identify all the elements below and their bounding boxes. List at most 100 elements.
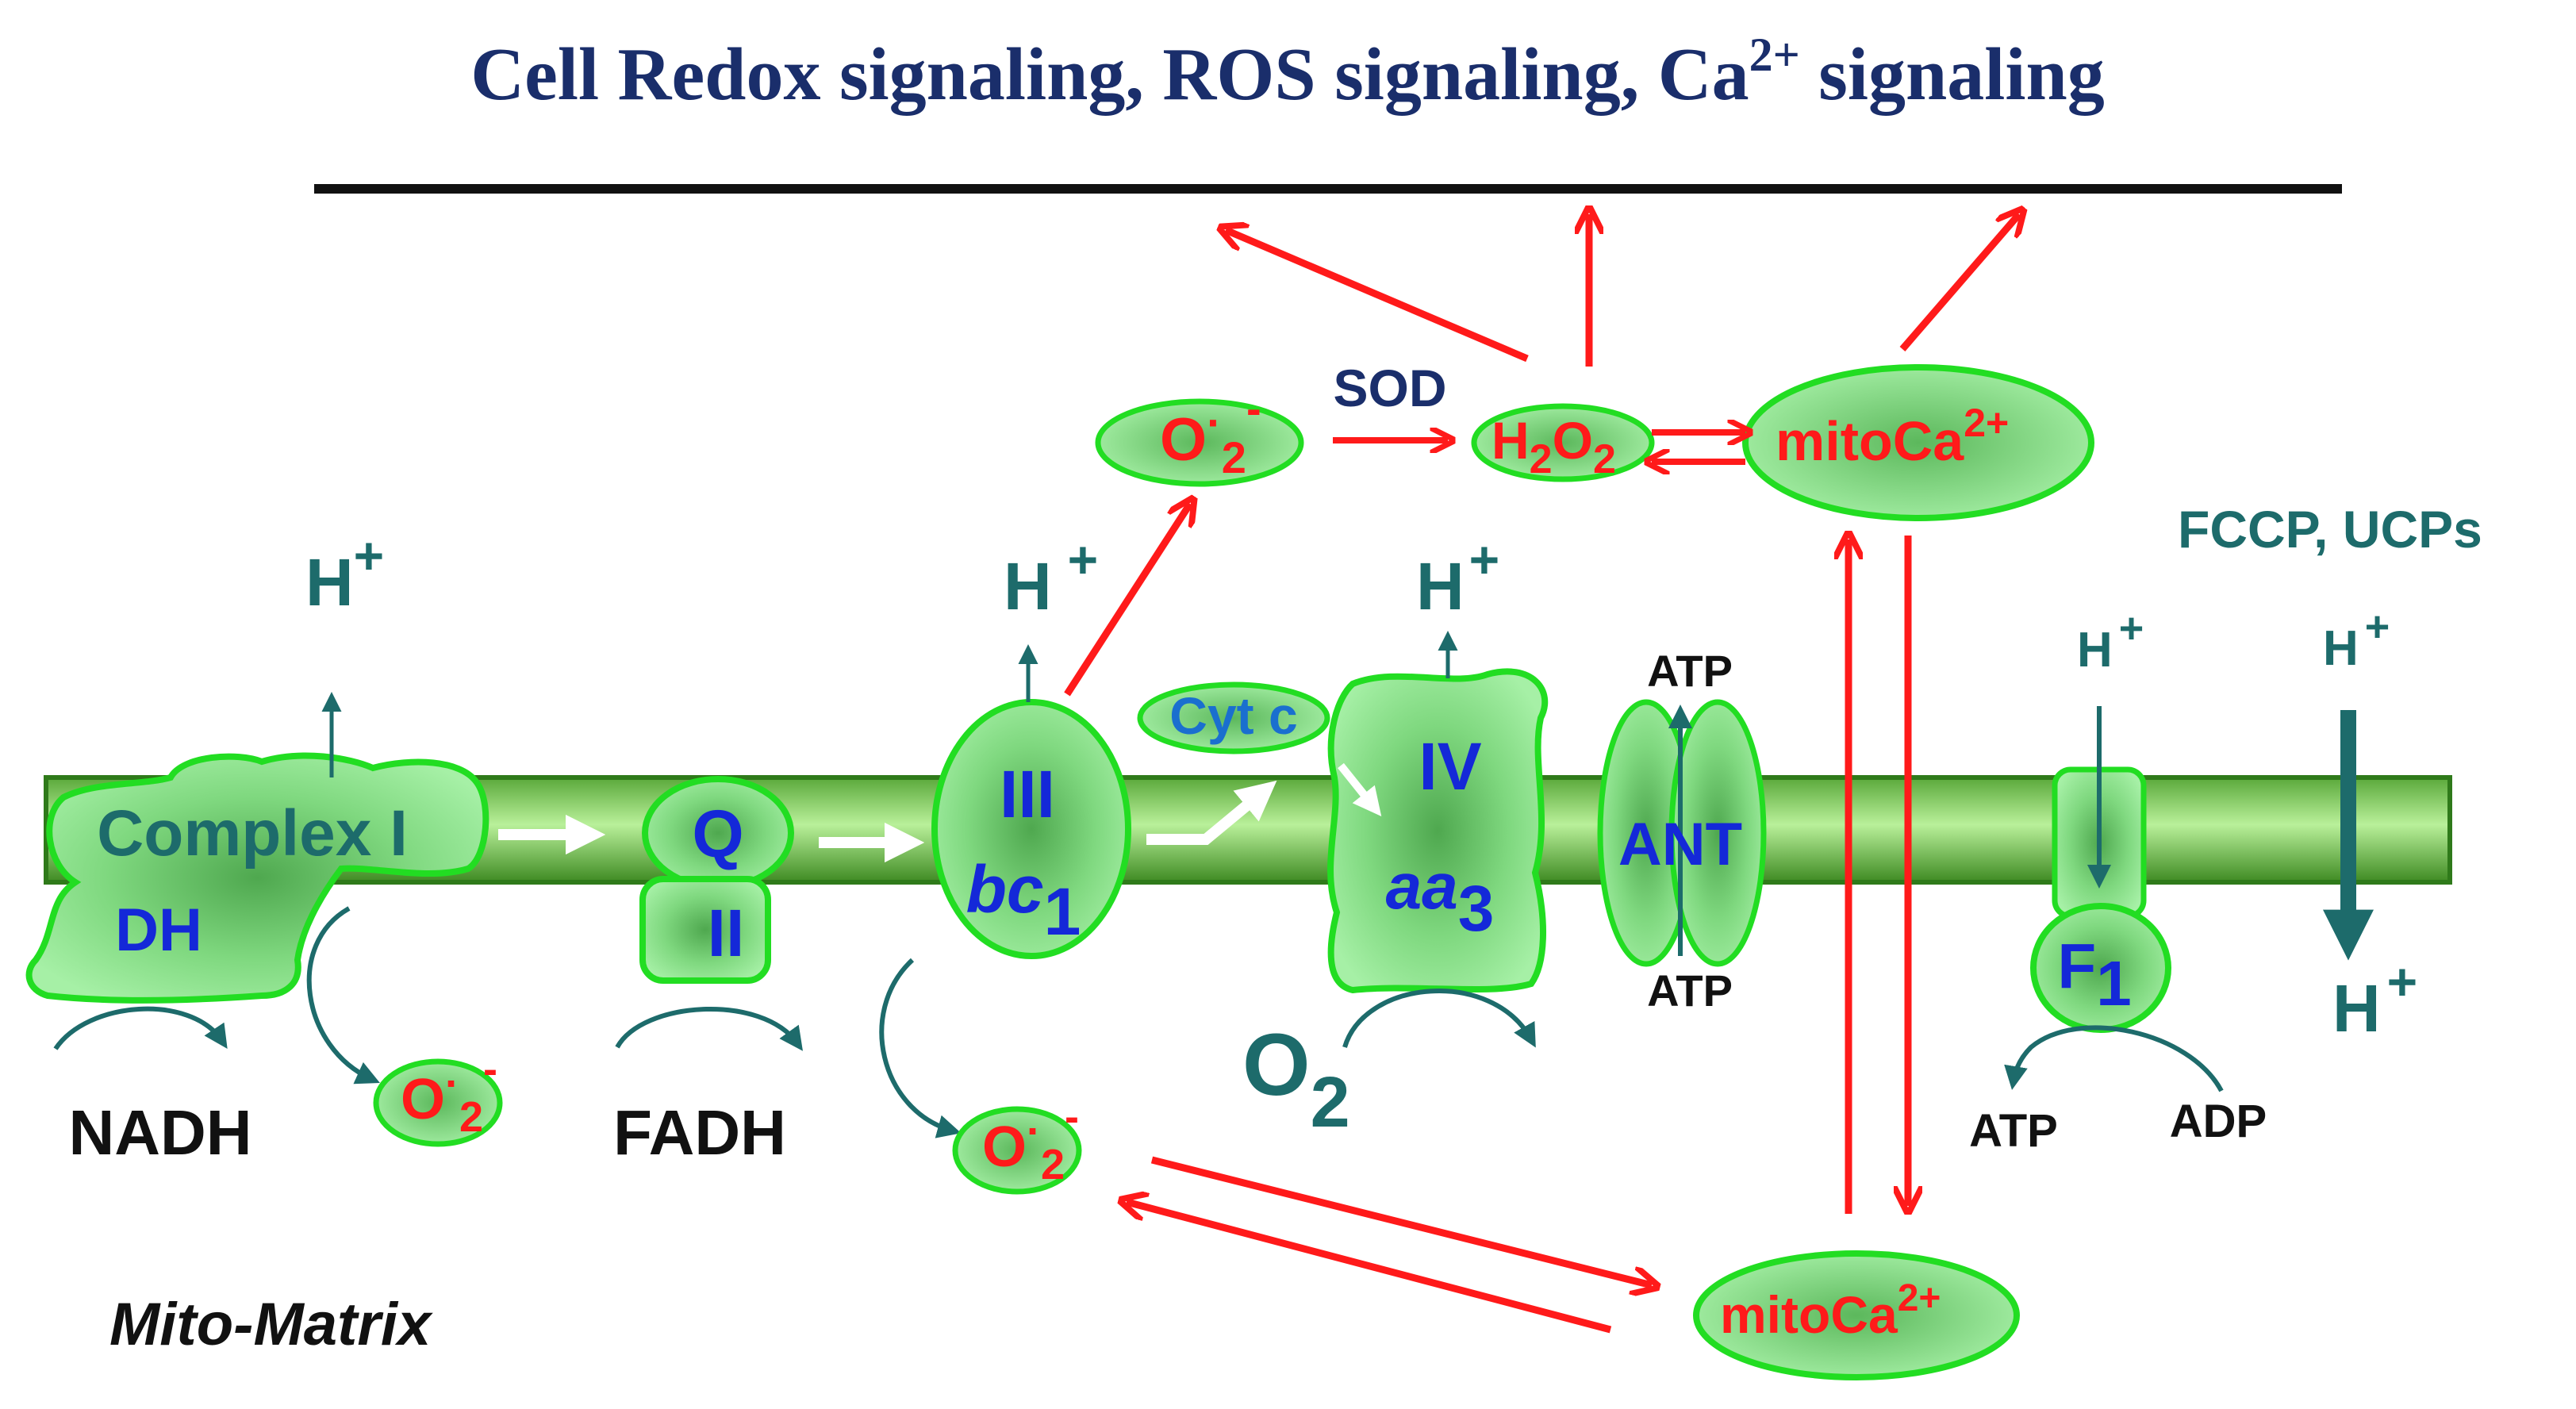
proton-plus: + [2119,605,2144,652]
oxygen-arc [1342,989,1536,1048]
so-minus: - [1246,383,1261,433]
so-sub: 2 [1222,432,1246,482]
atp-synthase-adp-label: ADP [2170,1096,2267,1147]
so-dot: · [1027,1108,1041,1155]
h2o2-o: O [1553,411,1593,470]
complex-i-superoxide-arc [306,906,380,1085]
mito-ca-text: mitoCa [1720,1285,1898,1344]
iv-label: IV [1419,729,1481,804]
title-text-1: Cell Redox signaling, ROS signaling, Ca [470,33,1749,116]
superoxide-ims [1095,398,1304,487]
mito-ca-sup: 2+ [1898,1277,1941,1319]
superoxide-complex-iii-matrix-label: O·2- [982,1093,1079,1188]
bc1-base: bc [966,852,1044,927]
so-minus: - [483,1046,497,1093]
so-dot: · [1207,397,1222,447]
proton-h: H [305,545,354,620]
proton-label-atp-synthase: H+ [2077,605,2144,678]
ant-atp-top: ATP [1647,646,1733,696]
fadh-arc [615,1007,803,1051]
proton-label-complex-iv: H+ [1416,530,1499,624]
proton-label-uncoupler-top: H+ [2323,603,2390,676]
mito-ca-text: mitoCa [1776,410,1964,472]
proton-label-uncoupler-bottom: H+ [2332,952,2417,1046]
iii-label: III [1000,757,1055,831]
so-dot: · [445,1060,459,1108]
superoxide-complex-iii-matrix [952,1106,1082,1195]
dh-label: DH [115,896,202,964]
bc1-label: bc1 [966,852,1081,949]
so-o: O [401,1068,445,1131]
hydrogen-peroxide [1471,403,1655,482]
f1-label: F1 [2057,931,2131,1019]
aa3-label: aa3 [1386,850,1495,945]
so-o: O [982,1115,1027,1179]
cytochrome-c-shape [1137,681,1330,754]
proton-h: H [2332,971,2381,1046]
proton-plus: + [2365,603,2390,651]
mito-ca-sup: 2+ [1964,401,2009,445]
atp-synthesis-arc [2004,1025,2224,1092]
proton-plus: + [354,526,385,585]
oxygen-base: O [1242,1016,1311,1114]
f1-subscript: 1 [2096,948,2132,1019]
mito-calcium-matrix-label: mitoCa2+ [1720,1277,1941,1344]
complex-i-label: Complex I [97,797,408,870]
complex-ii-shape [639,876,771,984]
mito-calcium-matrix [1693,1250,2020,1380]
h2o2-h: H [1491,411,1530,470]
atp-synthase-atp-label: ATP [1969,1105,2058,1157]
ii-label: II [708,896,745,970]
arrow-superoxide-to-matrix-ca [1150,1156,1652,1285]
title-superscript: 2+ [1749,29,1800,81]
uncouplers-label: FCCP, UCPs [2178,500,2482,559]
oxygen-label: O2 [1242,1016,1350,1142]
hydrogen-peroxide-label: H2O2 [1491,411,1616,482]
superoxide-complex-i-label: O·2- [401,1046,497,1141]
arrow-calcium-to-ca-signaling [1899,214,2019,351]
superoxide-complex-i [373,1058,503,1147]
oxygen-subscript: 2 [1311,1063,1350,1142]
proton-h: H [2077,623,2113,678]
ant-atp-bottom: ATP [1647,966,1733,1015]
electron-flow-arrow-3 [1146,780,1277,845]
electron-flow-arrow-4 [1338,762,1382,817]
complex-iii-shape [931,699,1131,959]
h2o2-sub-1: 2 [1530,436,1553,482]
aa3-subscript: 3 [1458,873,1495,945]
arrow-iii-to-superoxide [1064,504,1190,697]
complex-i-shape [25,752,489,1004]
proton-plus: + [1068,530,1099,589]
sod-label: SOD [1333,359,1446,417]
proton-h: H [2323,621,2359,676]
arrow-matrix-ca-to-superoxide [1127,1202,1612,1334]
nadh-label: NADH [68,1097,251,1168]
diagram-title: Cell Redox signaling, ROS signaling, Ca2… [470,29,2105,116]
so-sub: 2 [1041,1141,1065,1188]
h2o2-sub-2: 2 [1593,436,1616,482]
proton-plus: + [2387,952,2418,1011]
ant-right-lobe [1668,699,1767,967]
so-sub: 2 [459,1093,483,1141]
proton-plus: + [1469,530,1500,589]
proton-label-complex-iii: H+ [1004,530,1098,624]
nadh-arc [53,1006,228,1050]
cyt-c-label: Cyt c [1169,686,1297,745]
mito-calcium-ims-label: mitoCa2+ [1776,401,2009,472]
fadh-label: FADH [613,1097,786,1168]
mito-matrix-label: Mito-Matrix [109,1291,433,1358]
so-minus: - [1065,1093,1079,1141]
arrow-h2o2-to-redox-signaling [1226,230,1529,363]
proton-label-complex-i: H+ [305,526,384,620]
bc1-subscript: 1 [1044,874,1081,949]
proton-h: H [1004,549,1052,624]
complex-iii-superoxide-arc [879,958,962,1138]
title-text-2: signaling [1800,33,2105,116]
f1-base: F [2057,931,2096,1001]
q-label: Q [692,797,743,871]
superoxide-ims-label: O·2- [1160,383,1261,482]
complex-iv-shape [1327,668,1549,994]
proton-h: H [1416,549,1465,624]
aa3-base: aa [1386,850,1458,923]
